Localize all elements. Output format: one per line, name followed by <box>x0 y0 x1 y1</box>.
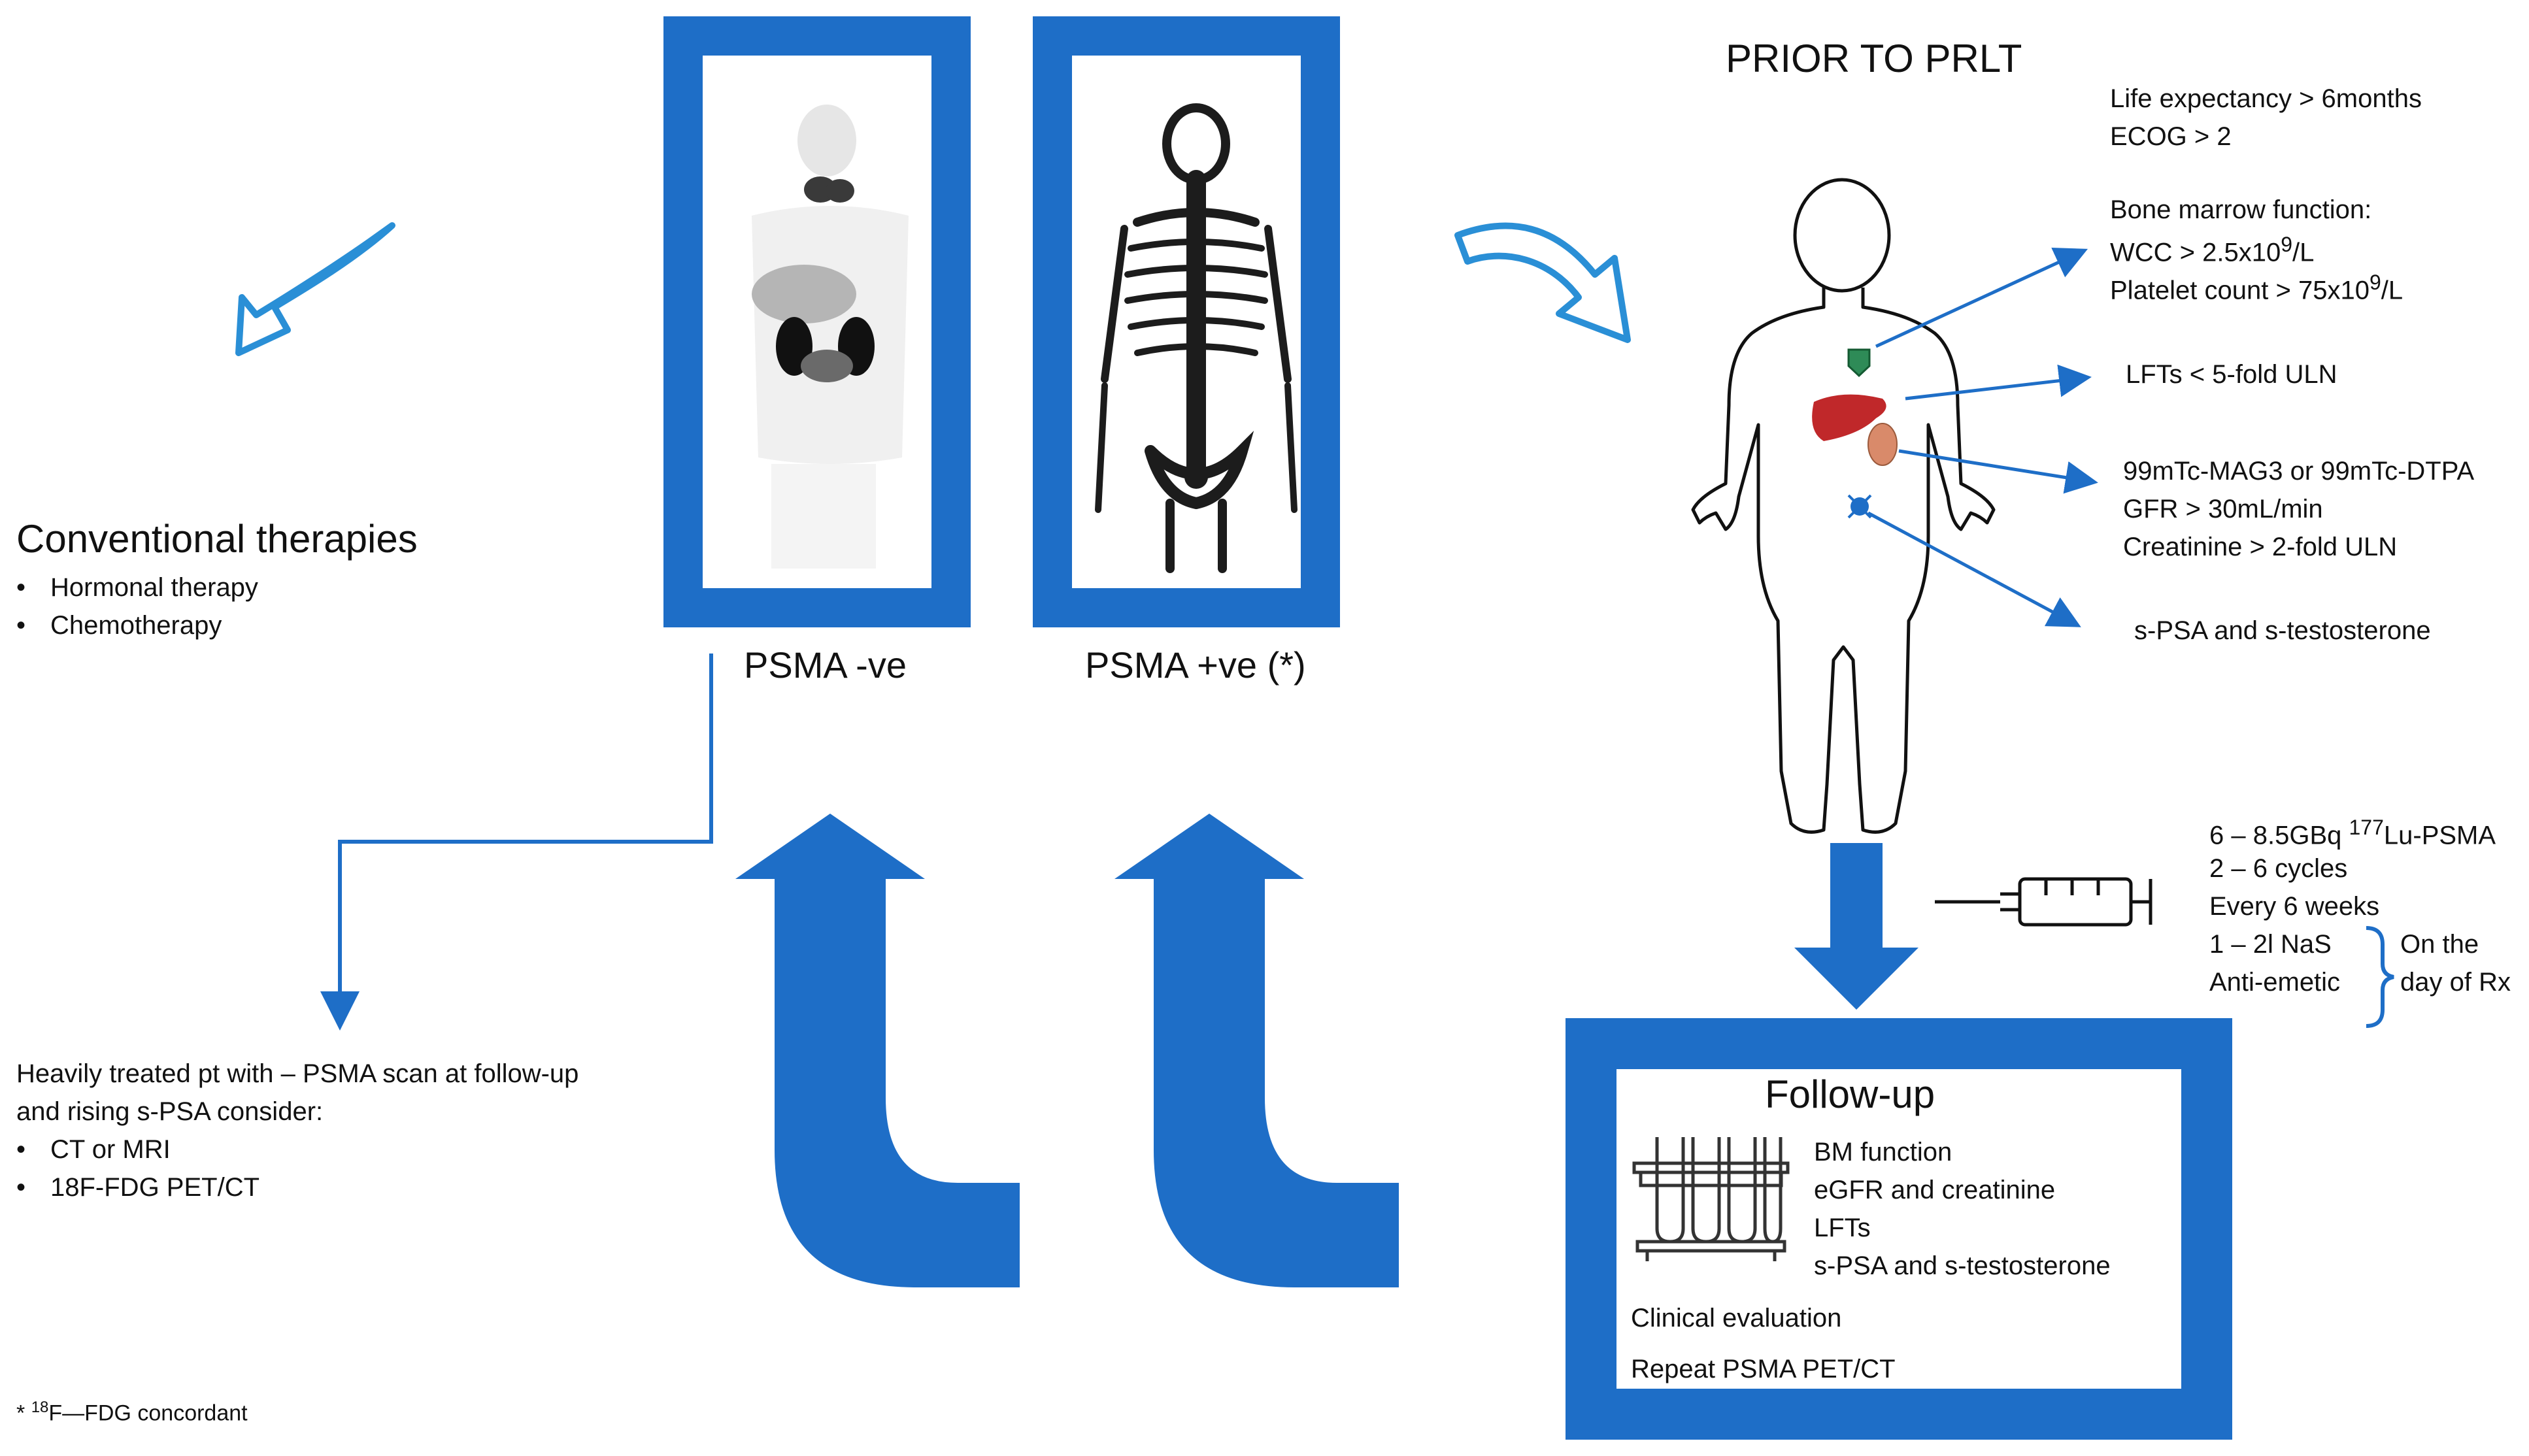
on-the: On the <box>2400 930 2479 959</box>
psa-requirement: s-PSA and s-testosterone <box>2134 616 2431 645</box>
liver-icon <box>1812 394 1886 441</box>
followup-lab-lfts: LFTs <box>1814 1214 1871 1242</box>
connector-psma-negative-to-heavily-treated <box>320 654 713 1031</box>
syringe-icon <box>1935 877 2152 927</box>
brace-icon <box>2366 926 2394 1028</box>
down-arrow-to-followup <box>1794 843 1918 1010</box>
psma-positive-label: PSMA +ve (*) <box>1085 644 1306 686</box>
kidney-icon <box>1867 423 1898 466</box>
list-item: CT or MRI <box>16 1131 260 1168</box>
followup-frame <box>1566 1018 2232 1440</box>
return-arrow-left <box>735 814 1020 1287</box>
bone-marrow-icon <box>1847 348 1871 378</box>
human-body-outline <box>1691 178 1996 834</box>
curved-arrow-to-prior <box>1454 222 1631 343</box>
cycles: 2 – 6 cycles <box>2209 854 2348 883</box>
ecog: ECOG > 2 <box>2110 122 2232 151</box>
nas: 1 – 2l NaS <box>2209 930 2332 959</box>
followup-clinical: Clinical evaluation <box>1631 1304 1842 1332</box>
platelet-requirement: Platelet count > 75x109/L <box>2110 271 2403 305</box>
creatinine-requirement: Creatinine > 2-fold ULN <box>2123 533 2398 561</box>
conventional-title: Conventional therapies <box>16 517 418 561</box>
renal-scan: 99mTc-MAG3 or 99mTc-DTPA <box>2123 457 2475 486</box>
followup-lab-psa: s-PSA and s-testosterone <box>1814 1251 2111 1280</box>
followup-lab-bm: BM function <box>1814 1138 1952 1166</box>
prostate-icon <box>1847 494 1872 519</box>
psma-positive-scan-image <box>1095 103 1298 573</box>
followup-repeat: Repeat PSMA PET/CT <box>1631 1355 1896 1383</box>
bone-marrow-title: Bone marrow function: <box>2110 195 2372 224</box>
followup-lab-egfr: eGFR and creatinine <box>1814 1176 2056 1204</box>
dose: 6 – 8.5GBq 177Lu-PSMA <box>2209 816 2496 850</box>
heavily-treated-line1: Heavily treated pt with – PSMA scan at f… <box>16 1059 579 1088</box>
psma-negative-frame <box>663 16 971 627</box>
footnote: * 18F—FDG concordant <box>16 1398 248 1426</box>
life-expectancy: Life expectancy > 6months <box>2110 84 2422 113</box>
list-item: 18F-FDG PET/CT <box>16 1168 260 1206</box>
lfts-requirement: LFTs < 5-fold ULN <box>2126 360 2337 389</box>
psma-negative-scan-image <box>752 105 909 569</box>
antiemetic: Anti-emetic <box>2209 968 2341 997</box>
psma-negative-label: PSMA -ve <box>744 644 907 686</box>
gfr-requirement: GFR > 30mL/min <box>2123 495 2323 523</box>
test-tubes-icon <box>1632 1137 1790 1261</box>
conventional-list: Hormonal therapy Chemotherapy <box>16 569 258 644</box>
heavily-treated-line2: and rising s-PSA consider: <box>16 1097 324 1126</box>
return-arrow-right <box>1114 814 1399 1287</box>
list-item: Chemotherapy <box>16 606 258 644</box>
followup-title: Follow-up <box>1765 1072 1935 1116</box>
psma-positive-frame <box>1033 16 1340 627</box>
heavily-treated-list: CT or MRI 18F-FDG PET/CT <box>16 1131 260 1206</box>
day-of-rx: day of Rx <box>2400 968 2511 997</box>
callout-arrows <box>1867 248 2098 627</box>
curved-arrow-to-conventional <box>235 222 395 356</box>
interval: Every 6 weeks <box>2209 892 2380 921</box>
prior-title: PRIOR TO PRLT <box>1726 37 2022 80</box>
list-item: Hormonal therapy <box>16 569 258 606</box>
wcc-requirement: WCC > 2.5x109/L <box>2110 233 2315 267</box>
